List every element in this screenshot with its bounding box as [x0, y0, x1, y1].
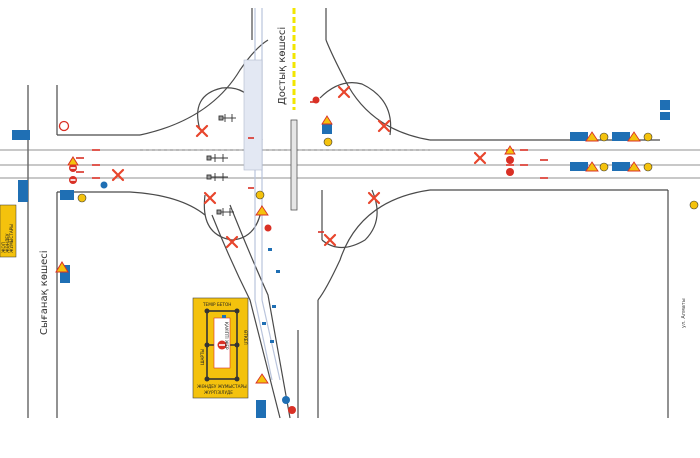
- crane-machinery-icon: [206, 114, 236, 216]
- closure-marks: [111, 85, 487, 249]
- info-board-left: ШАРТЫ: [200, 349, 205, 365]
- red-x-closure-icon: [377, 119, 391, 133]
- roadworks-warning-icon: [67, 156, 79, 166]
- red-x-closure-icon: [473, 151, 487, 165]
- right-signs: [504, 100, 699, 210]
- red-x-closure-icon: [323, 233, 337, 247]
- left-plate-line-3: ЖҰМЫСТАРЫ: [9, 224, 14, 253]
- red-x-closure-icon: [111, 168, 125, 182]
- dostyk-street-label: Достық көшесі: [276, 27, 288, 105]
- speed-limit-sign-icon: [77, 193, 87, 203]
- tram-platform: [243, 59, 263, 171]
- blue-detour-sign-icon: [18, 180, 28, 202]
- red-x-closure-icon: [203, 191, 217, 205]
- direction-sign-icon: [100, 181, 108, 189]
- corridor-lanes: [0, 149, 700, 179]
- road-edges: [27, 8, 669, 419]
- left-plate-line-1: ЖОЛ: [1, 242, 6, 253]
- info-board-bottom-1: ЖӨНДЕУ ЖҰМЫСТАРЫ: [197, 384, 247, 389]
- barrier-cones: [76, 101, 548, 233]
- red-x-closure-icon: [225, 235, 239, 249]
- red-x-closure-icon: [367, 191, 381, 205]
- blue-detour-sign-icon: [60, 265, 70, 283]
- red-x-closure-icon: [195, 124, 209, 138]
- left-plate-line-2: ЖӨНДЕУ: [5, 233, 10, 253]
- left-info-plate: ЖОЛ ЖӨНДЕУ ЖҰМЫСТАРЫ: [0, 204, 17, 258]
- right-street-label: ул. Алматы: [681, 298, 687, 328]
- info-board-right: ӨТКЕЛ: [243, 330, 248, 345]
- red-x-closure-icon: [337, 85, 351, 99]
- syganak-street-label: Сығанақ көшесі: [38, 250, 50, 335]
- warning-ring-icon: [58, 120, 70, 132]
- center-signs: [255, 96, 333, 418]
- station-markers: [222, 248, 280, 343]
- info-board: ТЕМІР БЕТОН ШАРТЫ ӨТКЕЛ ҚАУІПТІ ЖЕР ЖӨНД…: [192, 297, 249, 399]
- info-board-bottom-2: ЖҮРГІЗІЛУДЕ: [204, 390, 233, 395]
- blue-detour-sign-icon: [12, 130, 30, 140]
- blue-detour-sign-icon: [60, 190, 74, 200]
- roadworks-warning-icon: [55, 261, 69, 273]
- left-signs: [12, 120, 108, 283]
- median-barrier: [290, 119, 298, 211]
- info-board-center: ҚАУІПТІ ЖЕР: [224, 322, 229, 350]
- info-board-top: ТЕМІР БЕТОН: [202, 302, 231, 307]
